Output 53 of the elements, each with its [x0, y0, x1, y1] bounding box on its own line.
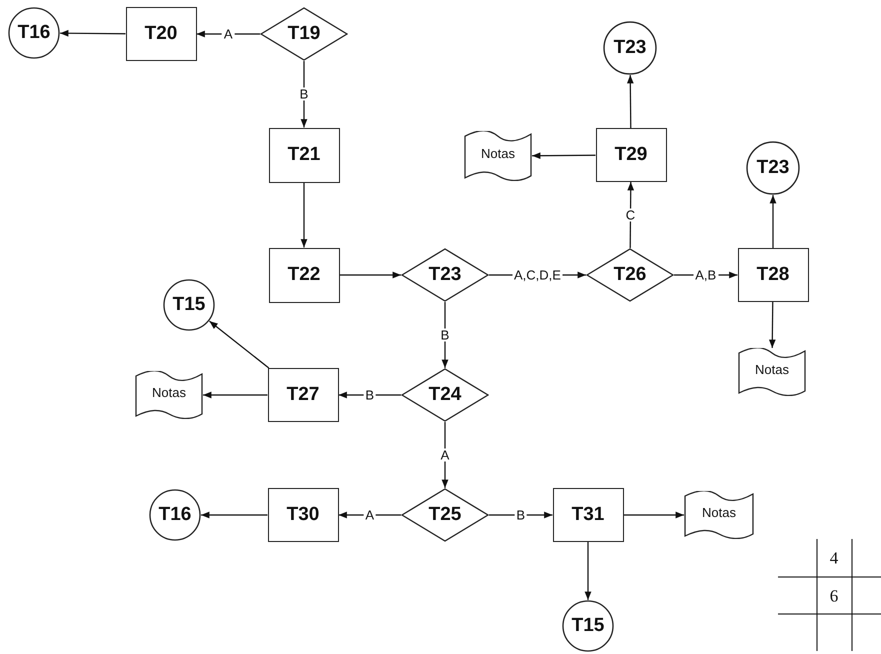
process-box: T20	[126, 7, 196, 61]
decision-diamond: T24	[401, 368, 489, 422]
document-shape: Notas	[684, 491, 754, 539]
arrow	[624, 512, 684, 518]
decision-diamond: T25	[401, 488, 489, 542]
edge-label: B	[363, 388, 376, 402]
arrow	[203, 392, 268, 398]
document-shape: Notas	[135, 371, 203, 419]
process-box: T31	[552, 488, 624, 542]
arrow	[340, 272, 401, 278]
arrow	[300, 61, 308, 128]
connector-circle: T23	[603, 21, 657, 75]
arrow	[532, 152, 596, 160]
decision-diamond: T19	[260, 7, 348, 61]
arrow	[627, 182, 634, 248]
document-shape: Notas	[738, 348, 806, 396]
process-box: T22	[268, 248, 340, 302]
connector-circle: T15	[562, 600, 614, 652]
connector-circle: T15	[163, 279, 215, 331]
edge-label: A	[363, 508, 376, 522]
arrow	[584, 542, 592, 600]
edge-label: A	[438, 448, 452, 462]
connector-circle: T16	[149, 489, 201, 541]
process-box: T30	[268, 488, 338, 542]
arrow	[338, 512, 401, 518]
edge-label: B	[438, 328, 452, 342]
arrow	[196, 30, 260, 38]
arrow	[442, 422, 448, 488]
arrow	[201, 512, 268, 518]
connector-circle: T16	[8, 7, 60, 59]
edge-label: B	[298, 88, 310, 101]
arrow	[442, 302, 448, 368]
decision-diamond: T23	[401, 248, 489, 302]
arrow	[300, 182, 308, 248]
arrow	[768, 302, 776, 348]
edge-label: B	[514, 508, 528, 522]
connector-circle: T23	[746, 141, 800, 195]
process-box: T28	[738, 248, 808, 302]
table-cell-text: 4	[830, 550, 838, 566]
edge-label: C	[624, 208, 638, 222]
edge-label: A,B	[693, 268, 718, 282]
table-cell-text: 6	[830, 588, 838, 604]
process-box: T21	[268, 128, 340, 182]
edge-label: A,C,D,E	[512, 268, 563, 282]
edge-label: A	[222, 28, 235, 40]
document-shape: Notas	[464, 131, 532, 181]
process-box: T27	[268, 368, 338, 422]
arrow	[209, 320, 270, 368]
arrow	[770, 195, 776, 248]
process-box: T29	[596, 128, 666, 182]
arrow	[626, 75, 634, 128]
arrow	[60, 30, 126, 37]
decision-diamond: T26	[586, 248, 674, 302]
